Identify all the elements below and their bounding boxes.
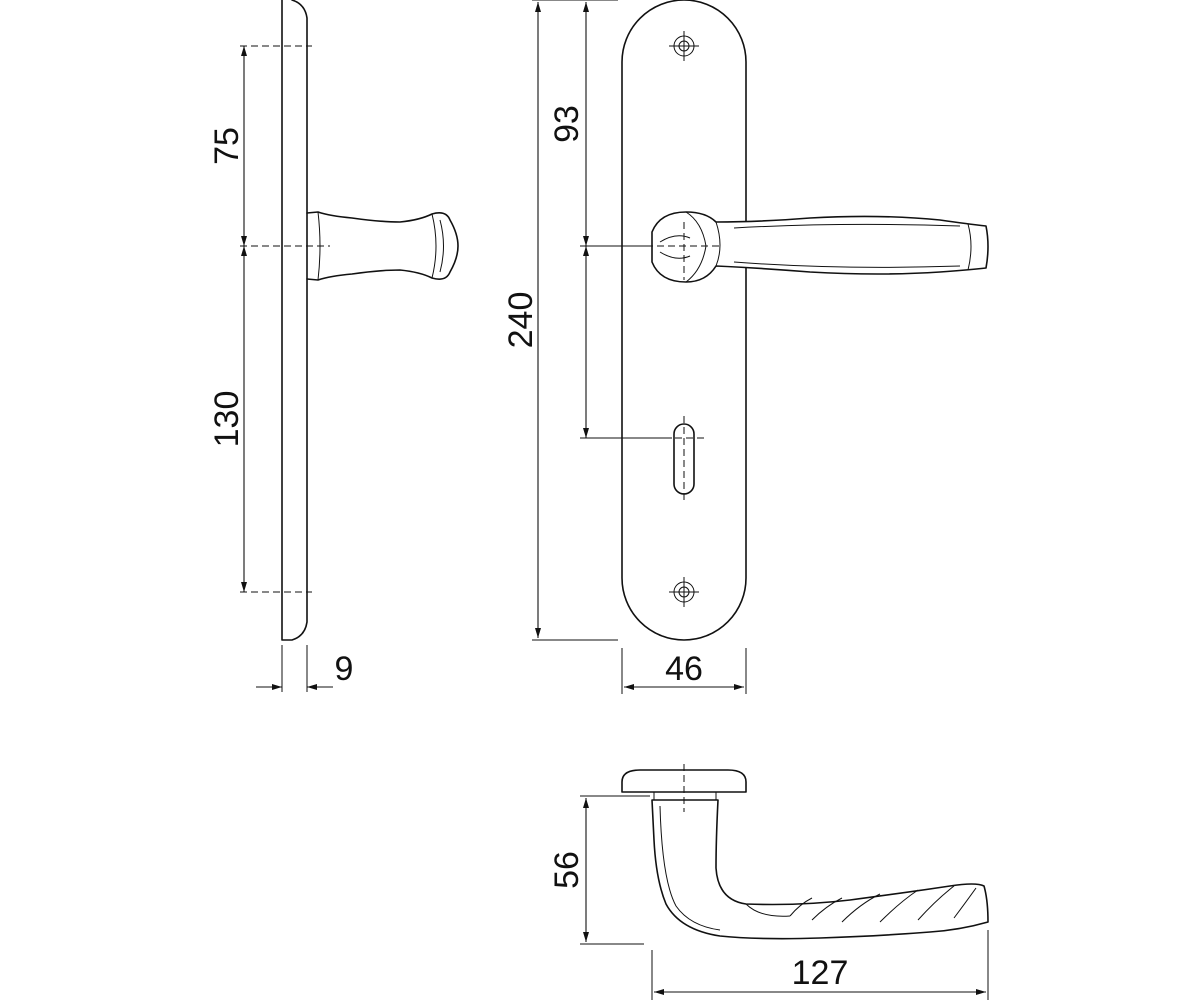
top-lever <box>651 799 989 940</box>
side-backplate <box>281 0 308 641</box>
dim-label-46: 46 <box>665 650 703 688</box>
dim-label-9: 9 <box>335 650 354 688</box>
front-view: 240 93 46 <box>502 0 989 694</box>
top-rose <box>621 769 747 793</box>
dim-label-130: 130 <box>208 391 246 448</box>
dim-label-75: 75 <box>208 127 246 165</box>
dim-label-93: 93 <box>548 105 586 143</box>
top-view: 56 127 <box>548 764 989 1000</box>
dim-label-240: 240 <box>502 292 540 349</box>
dim-label-127: 127 <box>792 954 849 992</box>
side-handle <box>306 211 459 281</box>
front-lever-handle <box>646 211 989 283</box>
bottom-screw-hole <box>669 577 699 607</box>
dim-label-56: 56 <box>548 851 586 889</box>
top-screw-hole <box>669 31 699 61</box>
keyhole <box>664 416 706 500</box>
side-view: 75 130 9 <box>208 0 459 692</box>
front-backplate <box>621 0 747 641</box>
